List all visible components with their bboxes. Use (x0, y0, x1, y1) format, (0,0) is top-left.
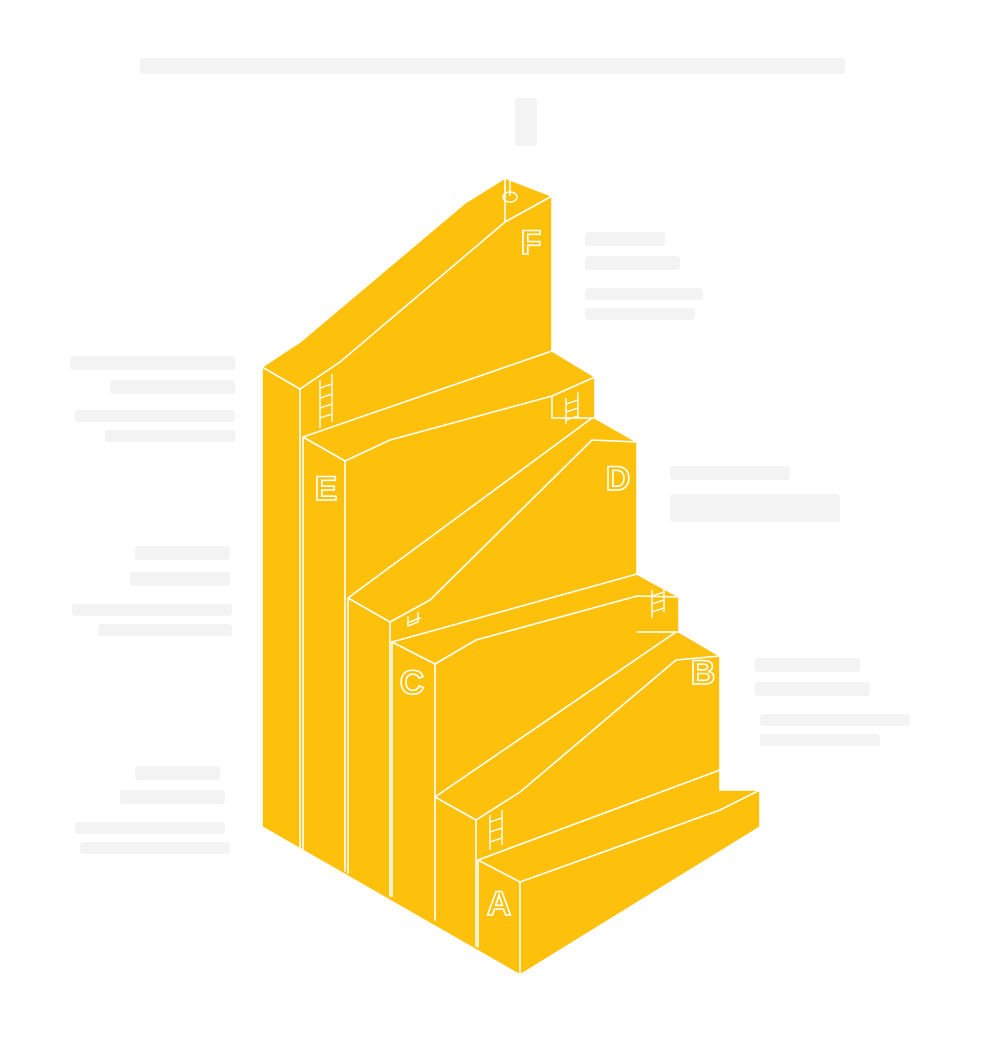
ladder-icon (319, 374, 665, 850)
faint-note-a4 (80, 842, 230, 854)
summit-marker-icon (502, 178, 518, 203)
faint-note-a2 (120, 790, 225, 804)
faint-note-e4 (105, 430, 235, 442)
ladder-icon (319, 374, 333, 428)
block-b-edges (434, 631, 721, 947)
faint-note-d2 (670, 494, 840, 522)
faint-note-f2 (585, 256, 680, 270)
step-label-a: A (487, 885, 512, 923)
step-label-d: D (606, 460, 631, 498)
faint-note-b2 (755, 682, 870, 696)
faint-note-c3 (72, 604, 232, 616)
block-e-edges (302, 350, 596, 872)
step-label-b: B (691, 654, 716, 692)
faint-note-b1 (755, 658, 860, 672)
faint-title-band (140, 58, 845, 74)
ladder-icon (565, 392, 579, 424)
faint-note-a3 (75, 822, 225, 834)
faint-note-e3 (75, 410, 235, 422)
step-label-c: C (400, 664, 425, 702)
ladder-icon (407, 612, 419, 628)
faint-annotations (70, 58, 910, 854)
faint-note-f1 (585, 232, 665, 246)
faint-note-c4 (98, 624, 232, 636)
faint-note-e1 (70, 356, 235, 370)
faint-note-e2 (110, 380, 235, 394)
step-label-e: E (315, 470, 338, 508)
step-labels: F E D C B A (314, 223, 716, 924)
block-c-edges (391, 573, 680, 921)
faint-note-b4 (760, 734, 880, 746)
faint-note-a1 (135, 766, 220, 780)
faint-note-d1 (670, 466, 790, 480)
faint-note-f4 (585, 308, 695, 320)
faint-note-c2 (130, 572, 230, 586)
faint-note-c1 (135, 546, 230, 560)
block-a-edges (477, 769, 761, 976)
faint-note-b3 (760, 714, 910, 726)
step-label-f: F (521, 224, 542, 262)
faint-note-f3 (585, 288, 703, 300)
block-d-edges (347, 395, 638, 897)
faint-pointer (515, 98, 537, 146)
ladder-icon (651, 584, 665, 618)
ladder-icon (489, 810, 503, 850)
